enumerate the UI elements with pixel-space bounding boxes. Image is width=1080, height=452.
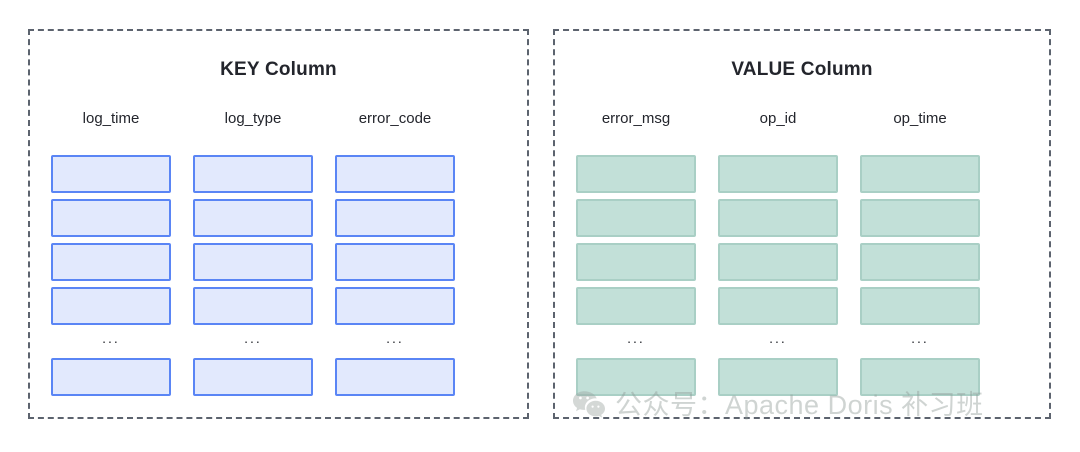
key-cell [51,287,171,325]
key-cell [193,358,313,396]
value-cell [718,199,838,237]
key-column-headers: log_time log_type error_code [30,110,527,134]
value-cell [718,155,838,193]
key-column-ellipsis: ... [102,330,120,346]
key-cell [193,155,313,193]
key-cell [335,243,455,281]
value-cell [860,199,980,237]
key-column-title: KEY Column [220,59,337,80]
key-cell [193,287,313,325]
key-cell [335,155,455,193]
value-cell [718,358,838,396]
value-column-title: VALUE Column [731,59,873,80]
key-cell [51,243,171,281]
value-column-panel: VALUE Column error_msg op_id op_time ...… [553,29,1051,419]
value-cell [860,358,980,396]
value-column-headers: error_msg op_id op_time [555,110,1049,134]
column-header-op-time: op_time [893,110,947,127]
column-header-op-id: op_id [759,110,797,127]
key-column-ellipsis: ... [386,330,404,346]
key-cell [51,358,171,396]
column-header-log-time: log_time [82,110,140,127]
value-cell [860,155,980,193]
key-cell [335,358,455,396]
value-column-ellipsis: ... [627,330,645,346]
key-column-panel: KEY Column log_time log_type error_code … [28,29,529,419]
key-cell [51,199,171,237]
value-cell [576,199,696,237]
value-cell [576,243,696,281]
value-cell [718,243,838,281]
value-column-ellipsis: ... [769,330,787,346]
key-cell [335,199,455,237]
key-cell [51,155,171,193]
value-column-ellipsis: ... [911,330,929,346]
value-cell [576,358,696,396]
value-cell [576,155,696,193]
key-cell [193,243,313,281]
column-header-error-code: error_code [358,110,432,127]
value-cell [718,287,838,325]
key-cell [335,287,455,325]
key-column-ellipsis: ... [244,330,262,346]
value-cell [860,287,980,325]
value-cell [860,243,980,281]
key-cell [193,199,313,237]
column-header-error-msg: error_msg [601,110,671,127]
value-cell [576,287,696,325]
column-header-log-type: log_type [224,110,282,127]
